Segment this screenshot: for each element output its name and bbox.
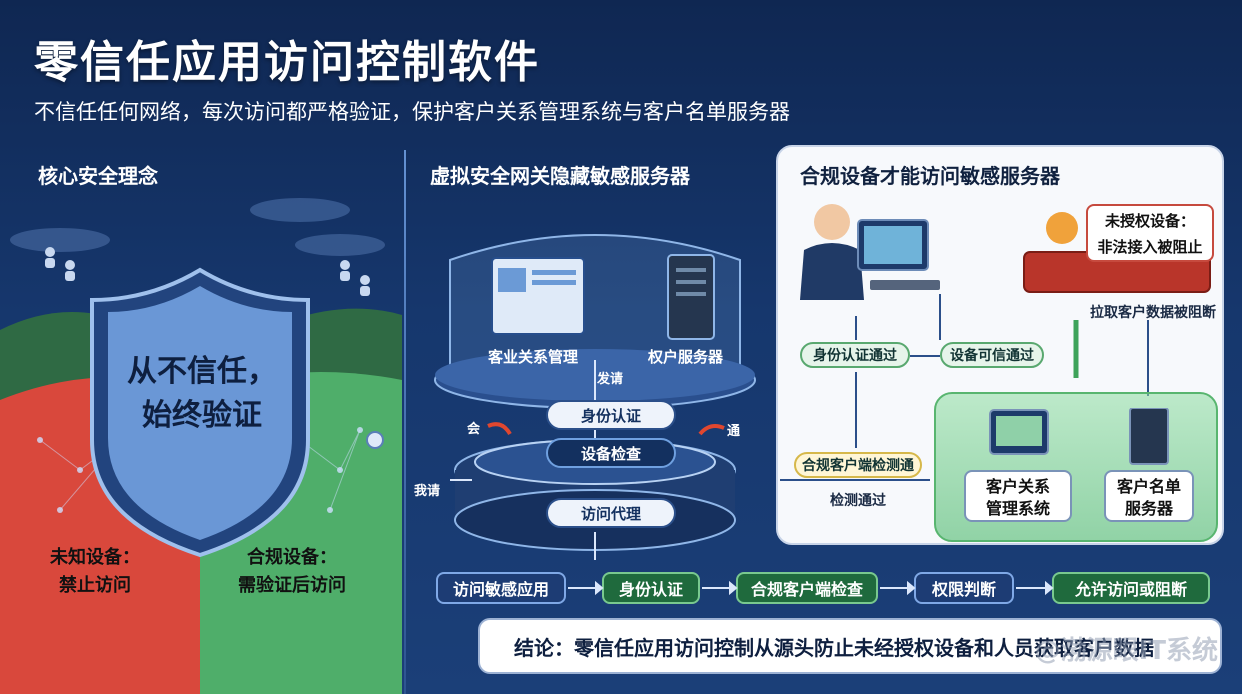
- access-proxy-pill: 访问代理: [546, 498, 676, 528]
- check-icon: [366, 431, 384, 449]
- compliant-device-label: 合规设备： 需验证后访问: [238, 544, 346, 600]
- flow-step-5: 允许访问或阻断: [1052, 572, 1210, 604]
- pull-blocked-label: 拉取客户数据被阻断: [1090, 305, 1216, 321]
- left-heading: 核心安全理念: [38, 164, 158, 188]
- crm-line-2: 管理系统: [985, 499, 1050, 518]
- flow-step-2: 身份认证: [602, 572, 700, 604]
- server-icon: [1129, 408, 1169, 465]
- crm-line-1: 客户关系: [985, 477, 1050, 496]
- conclusion-box: 结论：零信任应用访问控制从源头防止未经授权设备和人员获取客户数据: [478, 618, 1222, 674]
- crm-system-card: 客户关系 管理系统: [964, 470, 1072, 522]
- auth-passed-tag: 身份认证通过: [800, 342, 910, 368]
- shield-line-1: 从不信任，: [127, 354, 277, 389]
- user-icon: [45, 247, 370, 296]
- flow-step-1: 访问敏感应用: [436, 572, 566, 604]
- shield-motto: 从不信任， 始终验证: [112, 350, 292, 438]
- trust-zone-illustration: [0, 198, 402, 694]
- auth-pill: 身份认证: [546, 400, 676, 430]
- alarm-light-icon: [1046, 212, 1078, 244]
- compliance-illustration: [780, 204, 1211, 481]
- list-line-2: 服务器: [1124, 499, 1173, 518]
- center-heading: 虚拟安全网关隐藏敏感服务器: [430, 164, 690, 188]
- shield-line-2: 始终验证: [142, 398, 262, 433]
- request-label: 我请: [414, 484, 441, 499]
- watermark: @渤源眼IT系统: [1034, 636, 1218, 666]
- alert-line-1: 未授权设备：: [1104, 212, 1195, 230]
- server-icon: [667, 254, 715, 340]
- device-trusted-tag: 设备可信通过: [940, 342, 1044, 368]
- compliant-line-2: 需验证后访问: [238, 575, 346, 596]
- section-divider: [404, 150, 406, 694]
- client-check-tag: 合规客户端检测通: [794, 452, 922, 478]
- user-icon: [814, 204, 850, 240]
- right-heading: 合规设备才能访问敏感服务器: [800, 164, 1060, 188]
- unknown-line-1: 未知设备：: [50, 547, 140, 568]
- page-title: 零信任应用访问控制软件: [34, 37, 540, 88]
- unknown-line-2: 禁止访问: [59, 575, 131, 596]
- left-hint: 会: [467, 422, 481, 437]
- list-line-1: 客户名单: [1116, 477, 1181, 496]
- alert-line-2: 非法接入被阻止: [1097, 238, 1203, 256]
- page-subtitle: 不信任任何网络，每次访问都严格验证，保护客户关系管理系统与客户名单服务器: [34, 100, 790, 124]
- detect-passed-label: 检测通过: [830, 493, 886, 509]
- device-check-pill: 设备检查: [546, 438, 676, 468]
- flow-step-3: 合规客户端检查: [736, 572, 878, 604]
- unauthorized-alert: 未授权设备： 非法接入被阻止: [1086, 204, 1214, 262]
- initiate-label: 发请: [597, 372, 624, 387]
- customer-list-server-card: 客户名单 服务器: [1104, 470, 1194, 522]
- right-hint: 通: [727, 424, 741, 439]
- crm-label: 客业关系管理: [488, 348, 579, 366]
- auth-server-label: 权户服务器: [648, 348, 724, 366]
- conclusion-text: 结论：零信任应用访问控制从源头防止未经授权设备和人员获取客户数据: [514, 635, 1154, 660]
- compliant-line-1: 合规设备：: [247, 547, 337, 568]
- cloud-icon: [10, 198, 385, 256]
- trusted-zone-icons: [989, 408, 1169, 465]
- unknown-device-label: 未知设备： 禁止访问: [50, 544, 140, 600]
